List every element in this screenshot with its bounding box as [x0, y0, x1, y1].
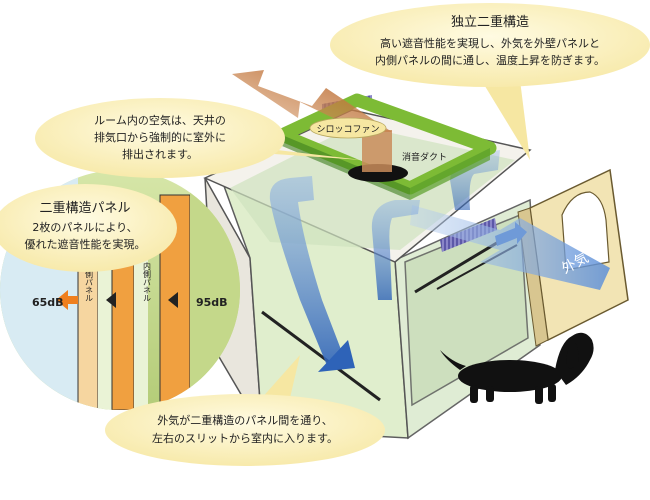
sirocco-fan-tag-bg: [309, 117, 387, 139]
room-air-line-2: 排気口から強制的に室外に: [94, 130, 226, 144]
panel-callout-line-2: 優れた遮音性能を実現。: [25, 237, 146, 251]
dog-leg-1: [470, 385, 478, 403]
bottom-callout: [105, 355, 385, 466]
dog-leg-2: [486, 386, 494, 402]
dog-leg-3: [535, 386, 543, 404]
dog-silhouette: [440, 332, 594, 404]
top-callout-line-2: 内側パネルの間に通し、温度上昇を防ぎます。: [375, 53, 605, 67]
silencer-duct-label: 消音ダクト: [402, 151, 447, 163]
sirocco-fan-tag: [309, 117, 387, 139]
sound-arrow-outside: [56, 290, 78, 310]
airflow-door-arrow: [495, 222, 527, 246]
bottom-callout-bubble: [105, 394, 385, 466]
floor-line: [261, 310, 381, 402]
fan-frame-shadow-right: [410, 148, 490, 200]
panel-label-2: 内側パネル: [143, 261, 152, 302]
airflow-left-loop: [269, 176, 345, 368]
bottom-callout-line-1: 外気が二重構造のパネル間を通り、: [157, 413, 333, 427]
top-callout-line-1: 高い遮音性能を実現し、外気を外壁パネルと: [380, 36, 600, 50]
top-callout: [330, 3, 650, 160]
bottom-callout-line-2: 左右のスリットから室内に入ります。: [152, 431, 338, 445]
airflow-left-head: [318, 340, 355, 372]
fan-frame-shadow: [282, 135, 410, 200]
panel-label-1: 内側パネル: [85, 261, 94, 302]
room-air-callout-bubble: [35, 98, 285, 178]
room-inner-space: [230, 125, 515, 250]
room-air-line-3: 排出されます。: [122, 147, 198, 161]
top-callout-pointer: [480, 78, 530, 160]
dog-body: [458, 360, 562, 392]
dog-leg-4: [548, 384, 556, 402]
room-air-callout: [35, 98, 362, 178]
airflow-center-loop: [371, 200, 420, 300]
outside-air-arrow: [410, 205, 610, 290]
top-callout-title: 独立二重構造: [451, 14, 529, 30]
dog-tail: [440, 350, 466, 370]
panel-callout-line-1: 2枚のパネルにより、: [32, 220, 137, 234]
top-callout-bubble: [330, 3, 650, 87]
panel-callout-title: 二重構造パネル: [39, 200, 130, 216]
panel-callout-bubble: [0, 184, 177, 272]
sound-arrow-2: [168, 292, 178, 308]
level-outside-label: 65dB: [32, 296, 64, 309]
room-air-line-1: ルーム内の空気は、天井の: [94, 113, 226, 127]
sirocco-fan-label: シロッコファン: [316, 125, 379, 135]
fan-assembly: [232, 70, 497, 200]
panel-callout: [0, 184, 177, 272]
exhaust-arrow: [232, 70, 392, 132]
sound-arrow-1: [106, 292, 116, 308]
bottom-callout-pointer: [260, 355, 300, 400]
level-inside-label: 95dB: [196, 296, 228, 309]
dog-ear: [566, 340, 579, 369]
